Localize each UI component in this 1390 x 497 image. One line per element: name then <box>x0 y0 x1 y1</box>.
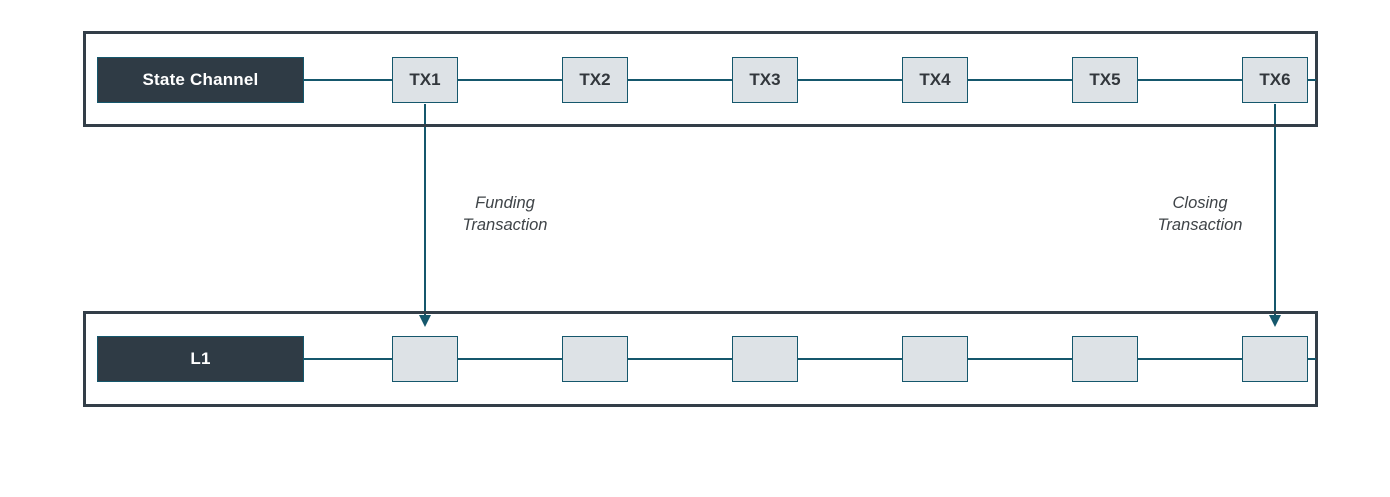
l1-block-1 <box>392 336 458 382</box>
tx1-node: TX1 <box>392 57 458 103</box>
l1-block-4 <box>902 336 968 382</box>
l1-block-5 <box>1072 336 1138 382</box>
state-channel-frame <box>83 31 1318 127</box>
funding-transaction-label: Funding Transaction <box>425 192 585 236</box>
tx5-label: TX5 <box>1089 70 1121 89</box>
l1-label: L1 <box>190 349 211 368</box>
state-channel-label: State Channel <box>142 70 259 89</box>
l1-block-3 <box>732 336 798 382</box>
tx4-label: TX4 <box>919 70 951 89</box>
tx2-node: TX2 <box>562 57 628 103</box>
tx6-node: TX6 <box>1242 57 1308 103</box>
closing-transaction-label: Closing Transaction <box>1120 192 1280 236</box>
l1-connector-line <box>304 358 1316 360</box>
l1-frame <box>83 311 1318 407</box>
tx1-label: TX1 <box>409 70 441 89</box>
tx3-node: TX3 <box>732 57 798 103</box>
l1-block-2 <box>562 336 628 382</box>
tx2-label: TX2 <box>579 70 611 89</box>
state-channel-label-box: State Channel <box>97 57 304 103</box>
closing-label-line1: Closing <box>1172 194 1228 212</box>
funding-label-line2: Transaction <box>462 216 548 234</box>
l1-label-box: L1 <box>97 336 304 382</box>
tx6-label: TX6 <box>1259 70 1291 89</box>
tx4-node: TX4 <box>902 57 968 103</box>
state-channel-connector-line <box>304 79 1316 81</box>
tx5-node: TX5 <box>1072 57 1138 103</box>
funding-label-line1: Funding <box>475 194 535 212</box>
l1-block-6 <box>1242 336 1308 382</box>
tx3-label: TX3 <box>749 70 781 89</box>
closing-label-line2: Transaction <box>1157 216 1243 234</box>
